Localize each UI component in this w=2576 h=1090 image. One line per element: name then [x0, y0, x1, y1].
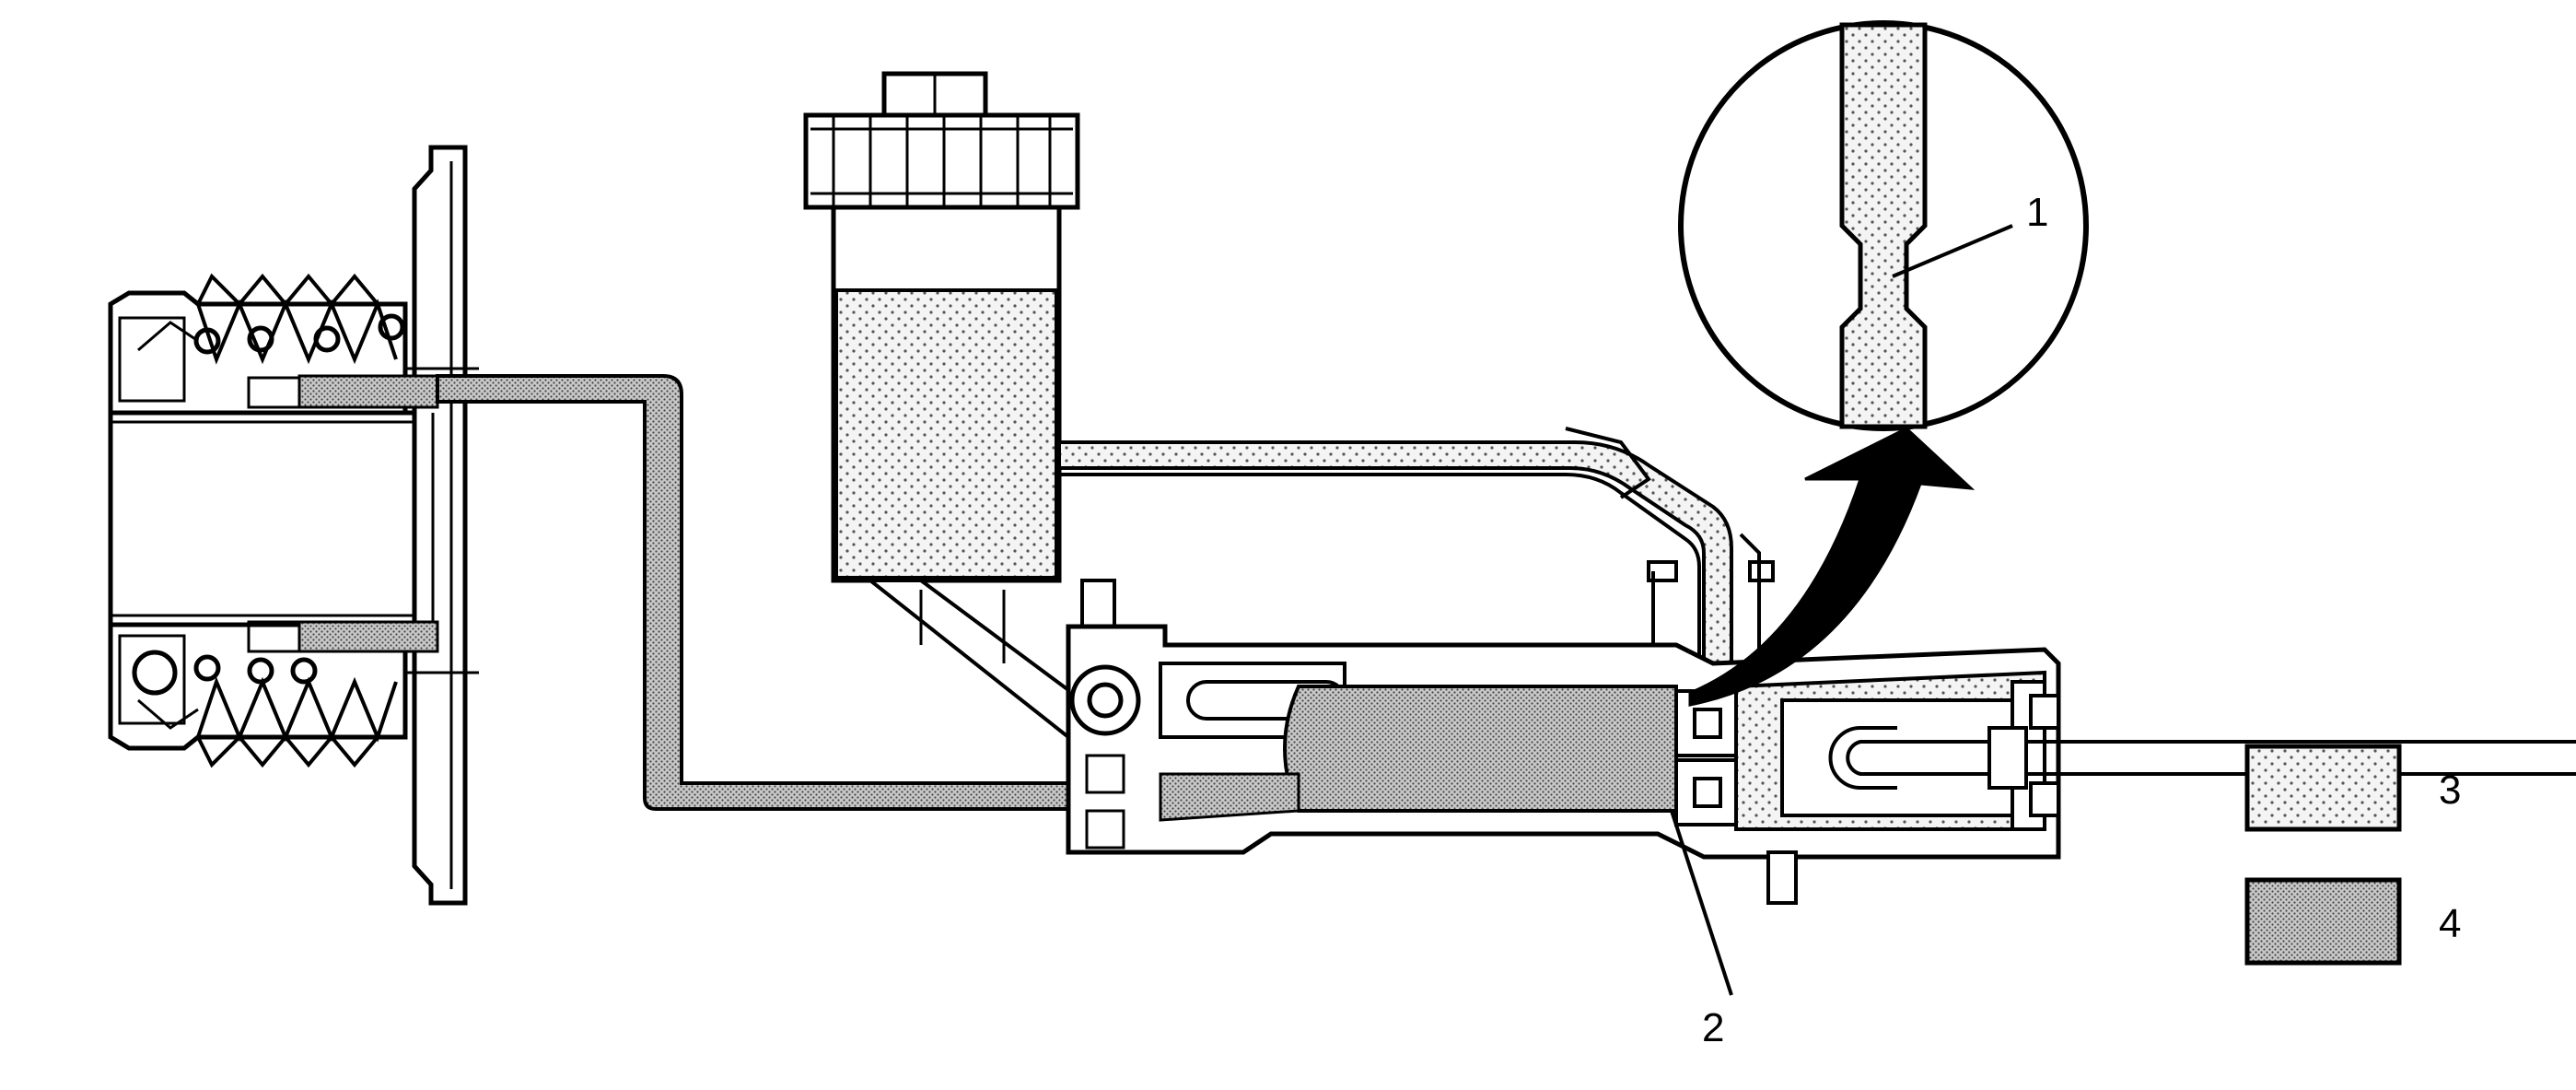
slave-chamber-lower — [297, 620, 439, 653]
detail-circle — [1678, 20, 2089, 431]
slave-chamber-upper — [297, 374, 439, 409]
callout-2-leader — [1670, 810, 1733, 996]
legend-label-3: 3 — [2439, 768, 2461, 813]
legend: 3 4 — [2244, 744, 2461, 966]
legend-swatch-reservoir — [2244, 744, 2402, 832]
detail-arrow — [1688, 427, 1976, 707]
piston — [1780, 680, 2060, 831]
legend-swatch-pressurized — [2244, 877, 2402, 966]
primary-seal — [1674, 689, 1769, 826]
legend-label-4: 4 — [2439, 901, 2461, 946]
pressure-chamber — [1283, 685, 1678, 813]
reservoir-fluid — [834, 288, 1058, 580]
pushrod — [1897, 726, 2576, 790]
callout-2: 2 — [1702, 1005, 1724, 1050]
compensation-port — [1839, 22, 1928, 429]
callout-1: 1 — [2026, 190, 2048, 235]
slave-cylinder — [108, 145, 479, 906]
